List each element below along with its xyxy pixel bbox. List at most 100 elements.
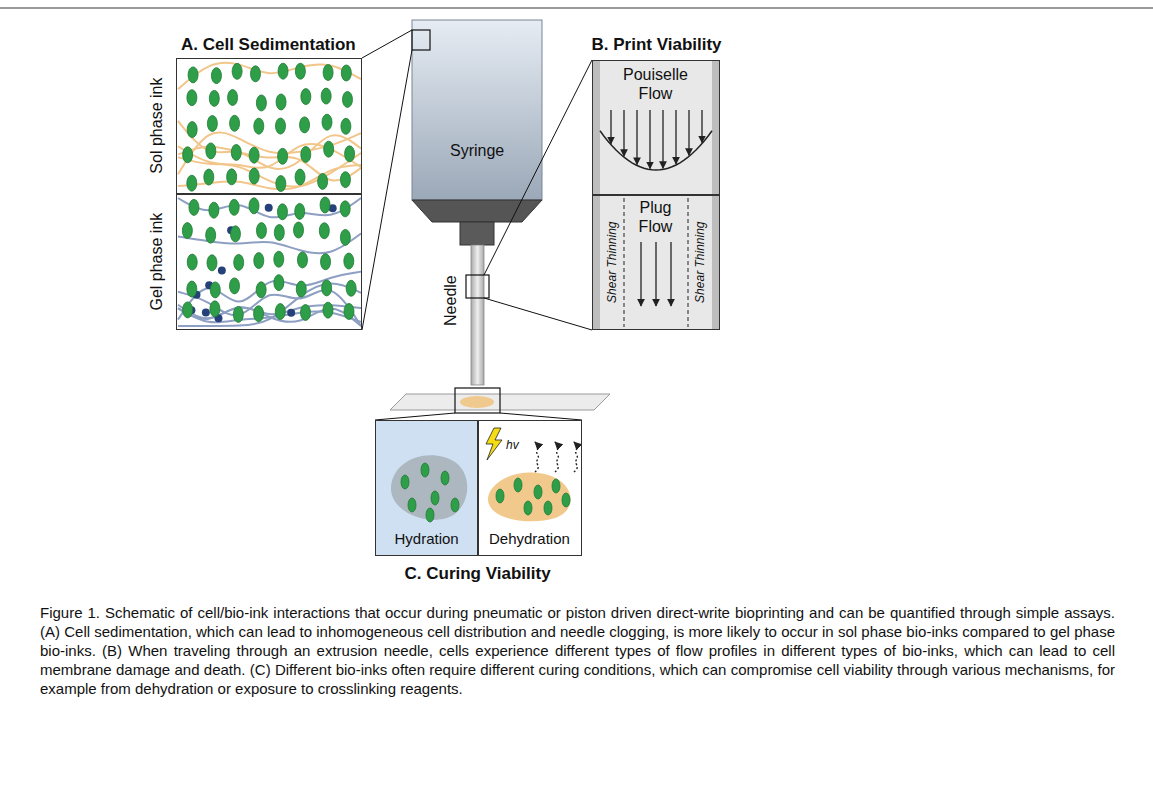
flow-arrow [636, 110, 637, 164]
flow-arrow [610, 110, 611, 144]
hydration-ground [375, 420, 478, 556]
curing-box: Dehydrationhv [478, 420, 582, 556]
vapor-arrow [535, 442, 538, 472]
crosslink-dot [218, 267, 226, 275]
cell [227, 169, 237, 185]
cell [230, 226, 240, 242]
cell [233, 306, 243, 322]
shear-boundary [624, 198, 625, 327]
panel-box: B. Print ViabilityPouiselle FlowPlug Flo… [592, 60, 720, 330]
cell [324, 141, 334, 157]
panel-box: C. Curing ViabilityHydrationDehydrationh… [375, 420, 582, 556]
cell [408, 498, 416, 512]
figure-caption: Figure 1. Schematic of cell/bio-ink inte… [40, 603, 1115, 698]
cell [431, 491, 439, 505]
cell [341, 118, 351, 134]
label-text: Plug Flow [629, 198, 683, 236]
cell [234, 254, 244, 270]
cell [230, 278, 240, 294]
cell [322, 114, 332, 130]
cell [249, 198, 259, 214]
cell [294, 222, 304, 238]
cell [340, 229, 350, 245]
cell [441, 471, 449, 485]
flow-arrow [662, 110, 663, 168]
cell [209, 202, 219, 218]
ink-box: Gel phase ink [176, 194, 362, 330]
vapor-arrow [555, 442, 558, 472]
polymer-fiber [178, 63, 361, 89]
cell [340, 201, 350, 217]
flow-arrow [655, 242, 656, 306]
cell [249, 168, 259, 184]
cell [254, 306, 264, 322]
label-text: Shear Thinning [693, 221, 707, 302]
zoom-square [412, 30, 430, 50]
cell [552, 479, 560, 493]
needle-hub [460, 222, 494, 245]
dehydration-ground [478, 420, 582, 556]
crosslink-dot [202, 308, 210, 316]
channel-ground [592, 60, 720, 330]
cell [321, 88, 331, 104]
cell [323, 64, 333, 80]
cell [342, 91, 352, 107]
label-text: Syringe [450, 141, 504, 160]
flow-arrow [675, 110, 676, 164]
top-rule [0, 7, 1153, 9]
panel-box: A. Cell SedimentationSol phase inkGel ph… [176, 58, 362, 330]
cell [275, 118, 285, 134]
cell [296, 281, 306, 297]
flow-box: Pouiselle Flow [592, 60, 720, 195]
cell [401, 475, 409, 489]
shear-boundary [688, 198, 689, 327]
cell [207, 255, 217, 271]
cell [254, 118, 264, 134]
cell [451, 498, 459, 512]
cell [183, 302, 193, 318]
cell [187, 122, 197, 138]
syringe-tip [412, 200, 542, 222]
cell [344, 303, 354, 319]
label-text: Needle [440, 275, 459, 326]
ink-box: Sol phase ink [176, 58, 362, 194]
cell [206, 143, 216, 159]
polymer-fiber [178, 132, 361, 174]
cell [278, 148, 288, 164]
cell [204, 169, 214, 185]
cell [256, 282, 266, 298]
cell [230, 115, 240, 131]
syringe-barrel [412, 20, 542, 200]
polymer-fiber [178, 165, 361, 189]
cell [295, 169, 305, 185]
vapor-arrow [574, 442, 577, 472]
flow-arrow [670, 242, 671, 306]
flow-box: Plug FlowShear Thinning Shear Thinning [592, 195, 720, 330]
cell [534, 485, 542, 499]
cell [544, 501, 552, 515]
cell [187, 175, 197, 191]
cell [210, 301, 220, 317]
cell [188, 67, 198, 83]
cell [346, 280, 356, 296]
label-text: Shear Thinning [605, 221, 619, 302]
cell [256, 95, 266, 111]
curing-box: Hydration [375, 420, 478, 556]
label-text: Pouiselle Flow [613, 65, 699, 103]
cell [277, 204, 287, 220]
cell [187, 90, 197, 106]
cell [341, 65, 351, 81]
cell [319, 223, 329, 239]
polymer-fiber [178, 290, 361, 326]
cell [249, 147, 259, 163]
cell [295, 203, 305, 219]
cell [207, 115, 217, 131]
cell [320, 197, 330, 213]
cell [345, 146, 355, 162]
label-text: Dehydration [489, 530, 570, 548]
cell [211, 68, 221, 84]
cell [318, 173, 328, 189]
cell [229, 199, 239, 215]
cell [321, 254, 331, 270]
cell [256, 223, 266, 239]
